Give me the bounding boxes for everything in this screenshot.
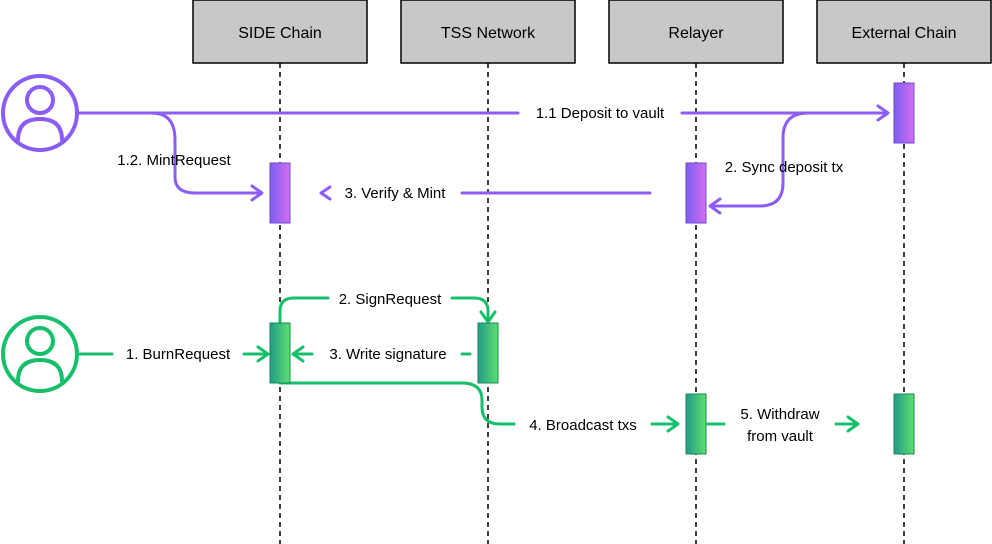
step-sync-label: 2. Sync deposit tx xyxy=(725,159,844,176)
broadcast-arrow xyxy=(278,381,516,426)
participant-label: TSS Network xyxy=(441,25,536,42)
step-withdraw-label-line1: 5. Withdraw xyxy=(740,406,819,423)
burn-flow xyxy=(1,296,860,433)
step-withdraw-label-line2: from vault xyxy=(747,428,814,445)
step-deposit-label: 1.1 Deposit to vault xyxy=(536,105,665,122)
activation-bar xyxy=(893,82,915,144)
step-burn-request-label: 1. BurnRequest xyxy=(126,346,231,363)
activation-bar xyxy=(477,322,499,384)
step-sign-request-label: 2. SignRequest xyxy=(339,291,442,308)
mint-request-arrow xyxy=(150,111,262,195)
participant-tss-network: TSS Network xyxy=(400,0,576,64)
user-icon xyxy=(1,315,79,393)
participant-label: Relayer xyxy=(668,25,724,42)
user-icon xyxy=(1,74,79,152)
step-verify-label: 3. Verify & Mint xyxy=(345,185,447,202)
step-mint-request-label: 1.2. MintRequest xyxy=(117,152,231,169)
activation-bar xyxy=(269,162,291,224)
participant-side-chain: SIDE Chain xyxy=(192,0,368,64)
activation-bar xyxy=(269,322,291,384)
activation-bar xyxy=(893,393,915,455)
mint-flow xyxy=(1,74,890,215)
sync-arrow xyxy=(710,111,870,208)
participant-label: External Chain xyxy=(852,25,957,42)
participant-external-chain: External Chain xyxy=(816,0,992,64)
step-write-signature-label: 3. Write signature xyxy=(329,346,446,363)
participant-relayer: Relayer xyxy=(608,0,784,64)
activation-bar xyxy=(685,393,707,455)
step-broadcast-label: 4. Broadcast txs xyxy=(529,417,637,434)
sign-request-arrow xyxy=(278,296,330,324)
lifelines xyxy=(279,63,905,544)
participant-label: SIDE Chain xyxy=(238,25,322,42)
activation-bar xyxy=(685,162,707,224)
